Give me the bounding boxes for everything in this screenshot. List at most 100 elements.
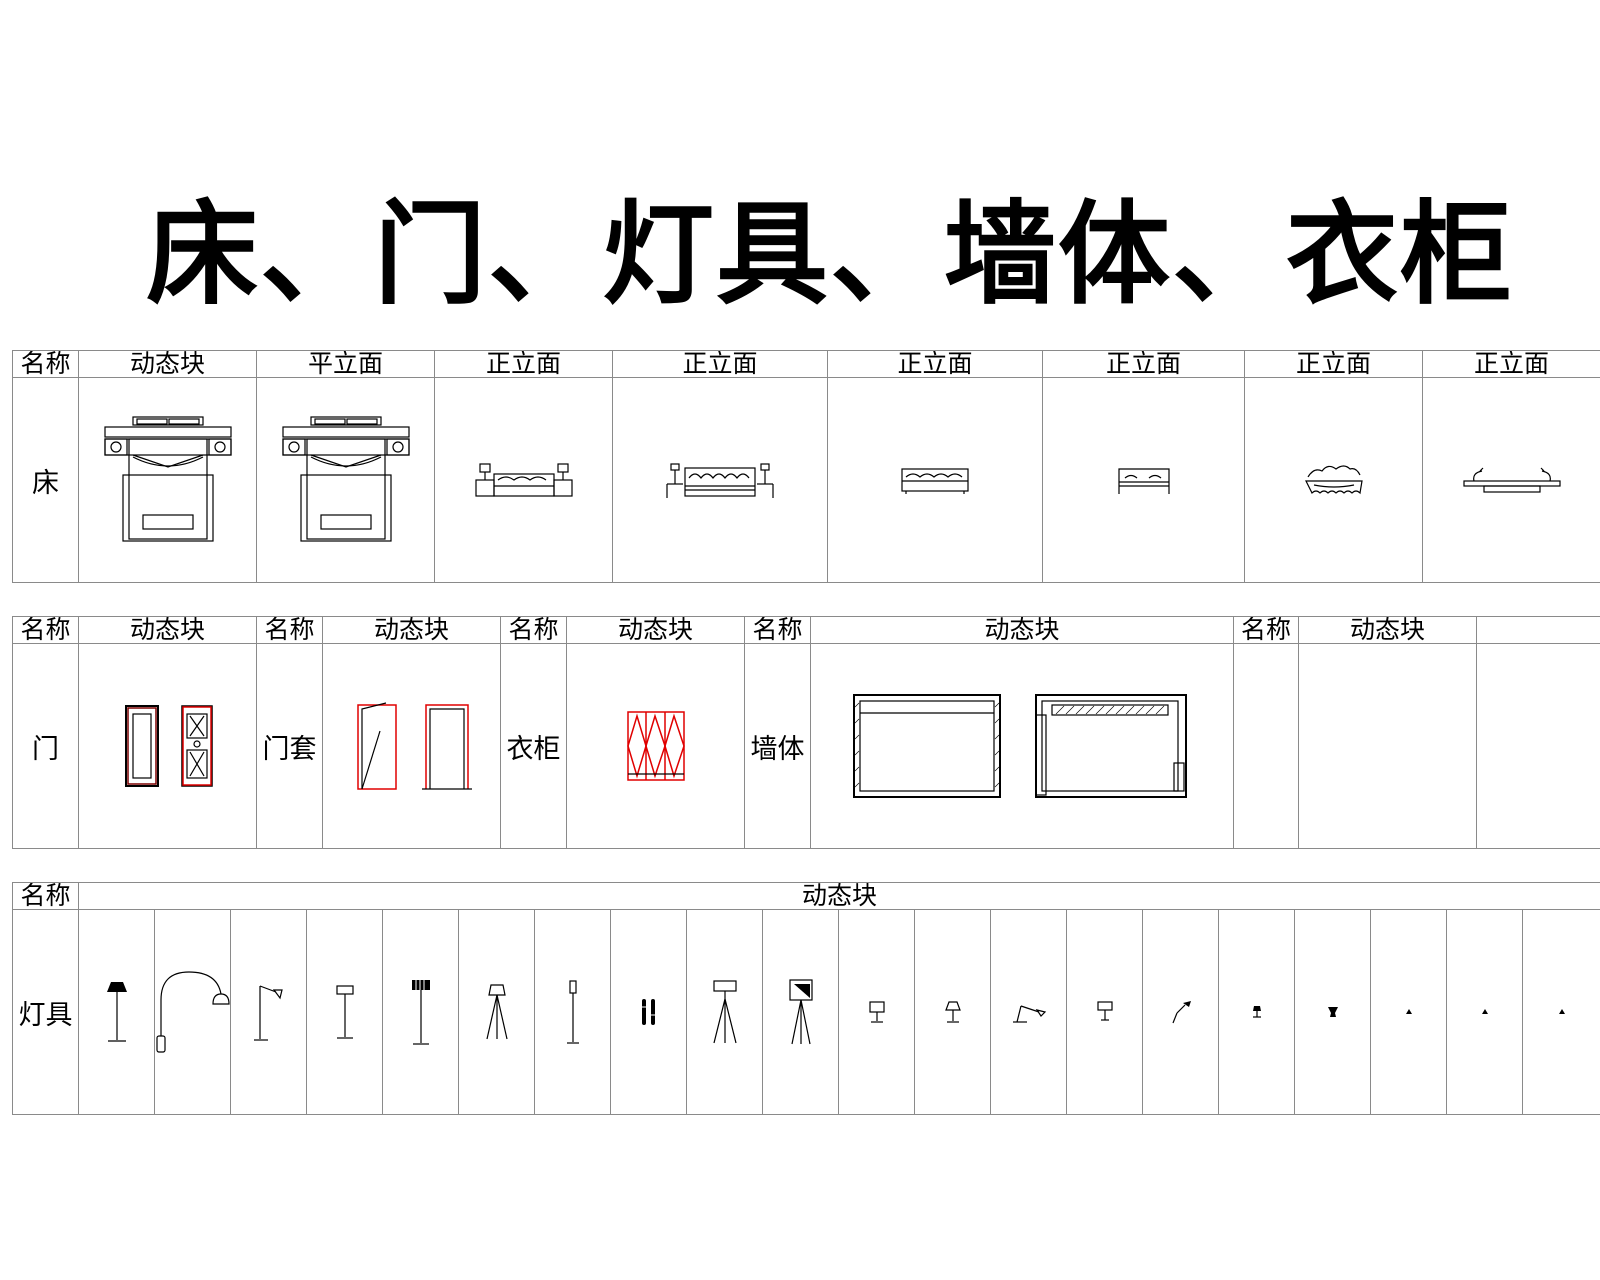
floor-lamp-icon [566,980,579,1044]
floor-lamp-icon [411,980,430,1045]
header-cell: 名称 [12,616,79,644]
mini-lamp-icon [1327,1007,1338,1017]
header-cell: 名称 [1233,616,1299,644]
door-frame-block[interactable] [322,643,501,849]
tiny-lamp-1[interactable] [1370,909,1447,1115]
door-frame-icon [356,702,472,790]
bed-front-elevation-1[interactable] [434,377,613,583]
page-title: 床、门、灯具、墙体、衣柜 [146,190,1514,320]
bed-plan-icon [103,416,232,542]
bed-elevation-icon [1462,467,1561,493]
desk-lamp[interactable] [990,909,1067,1115]
floor-lamp-icon [106,982,127,1042]
header-cell: 平立面 [256,350,435,378]
door-block[interactable] [78,643,257,849]
empty-cell [1476,643,1600,849]
bed-elevation-icon [1117,468,1170,494]
table-lamp-icon [1096,1001,1113,1021]
table-lamp-icon [944,1001,961,1023]
tripod-lamp-3[interactable] [762,909,839,1115]
tripod-lamp-icon [712,980,737,1044]
door-row: 门 门套 [12,643,1600,849]
bed-plan-block[interactable] [78,377,257,583]
lamp-header-row: 名称 动态块 [12,882,1600,910]
mini-lamp-2[interactable] [1294,909,1371,1115]
bed-front-elevation-6[interactable] [1422,377,1600,583]
header-cell [1476,616,1600,644]
tripod-lamp-icon [788,979,813,1045]
tiny-lamp-3[interactable] [1521,909,1600,1115]
header-cell: 名称 [256,616,323,644]
wall-icon [853,694,1187,798]
tiny-lamp-icon [1405,1009,1412,1014]
header-cell: 正立面 [612,350,828,378]
bed-row: 床 [12,377,1600,583]
header-cell: 动态块 [566,616,745,644]
arc-lamp-icon [156,971,230,1053]
door-header-row: 名称 动态块 名称 动态块 名称 动态块 名称 动态块 名称 动态块 [12,616,1600,644]
header-cell: 名称 [12,882,79,910]
wardrobe-block[interactable] [566,643,745,849]
pendant-lamp-icon [641,999,655,1025]
tripod-lamp-2[interactable] [686,909,763,1115]
row-name-wardrobe: 衣柜 [500,643,567,849]
lamp-table: 名称 动态块 灯具 [12,882,1600,1115]
header-cell: 正立面 [434,350,613,378]
table-lamp-3[interactable] [1066,909,1143,1115]
table-lamp-2[interactable] [914,909,991,1115]
floor-lamp-icon [335,985,354,1039]
row-name-door-frame: 门套 [256,643,323,849]
row-name-bed: 床 [12,377,79,583]
tiny-lamp-2[interactable] [1446,909,1523,1115]
bed-elevation-icon [666,463,774,498]
table-lamp-icon [868,1001,885,1023]
table-lamp-1[interactable] [838,909,915,1115]
bed-elevation-icon [1304,465,1363,495]
header-cell: 动态块 [810,616,1234,644]
bed-elevation-icon [901,468,969,494]
arm-lamp-icon [1171,1001,1191,1024]
header-cell: 正立面 [1244,350,1423,378]
floor-lamp-1[interactable] [78,909,155,1115]
bed-front-elevation-4[interactable] [1042,377,1245,583]
bed-front-elevation-3[interactable] [827,377,1043,583]
wall-block[interactable] [810,643,1234,849]
empty-block-cell [1298,643,1477,849]
floor-lamp-2[interactable] [306,909,383,1115]
header-cell: 动态块 [78,350,257,378]
mini-lamp-icon [1252,1006,1261,1018]
tiny-lamp-icon [1481,1009,1488,1014]
header-cell: 名称 [500,616,567,644]
task-floor-lamp[interactable] [230,909,307,1115]
header-cell: 动态块 [1298,616,1477,644]
row-name-wall: 墙体 [744,643,811,849]
door-table: 名称 动态块 名称 动态块 名称 动态块 名称 动态块 名称 动态块 门 [12,616,1600,849]
door-icon [124,705,213,787]
bed-elevation-icon [474,463,573,497]
arc-floor-lamp[interactable] [154,909,231,1115]
bed-header-row: 名称 动态块 平立面 正立面 正立面 正立面 正立面 正立面 正立面 [12,350,1600,378]
tiny-lamp-icon [1558,1009,1565,1014]
tripod-lamp-1[interactable] [458,909,535,1115]
mini-lamp-1[interactable] [1218,909,1295,1115]
desk-lamp-icon [1012,1005,1046,1023]
header-cell: 动态块 [78,616,257,644]
header-cell: 正立面 [1422,350,1600,378]
bed-plan-elevation-block[interactable] [256,377,435,583]
header-cell: 正立面 [827,350,1043,378]
header-cell: 名称 [744,616,811,644]
arm-lamp[interactable] [1142,909,1219,1115]
lamp-row: 灯具 [12,909,1600,1115]
header-cell: 正立面 [1042,350,1245,378]
bed-front-elevation-2[interactable] [612,377,828,583]
bed-front-elevation-5[interactable] [1244,377,1423,583]
slim-floor-lamp[interactable] [534,909,611,1115]
task-lamp-icon [253,985,283,1041]
bed-table: 名称 动态块 平立面 正立面 正立面 正立面 正立面 正立面 正立面 床 [12,350,1600,583]
header-cell: 动态块 [77,882,1600,910]
floor-lamp-3[interactable] [382,909,459,1115]
row-name-lamp: 灯具 [12,909,79,1115]
header-cell: 名称 [12,350,79,378]
wardrobe-icon [626,711,685,781]
double-lamp[interactable] [610,909,687,1115]
